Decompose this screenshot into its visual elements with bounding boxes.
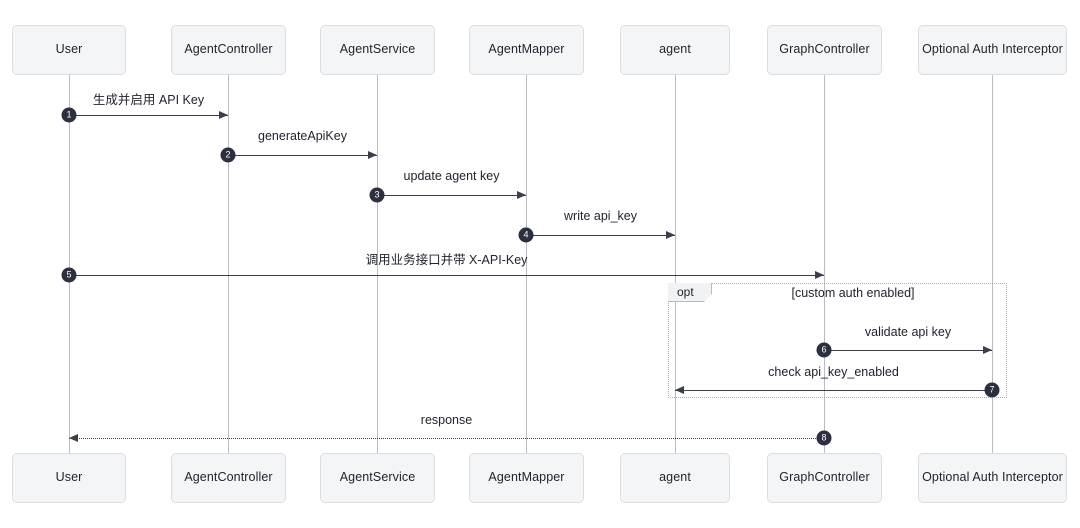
message-label-1: 生成并启用 API Key bbox=[92, 93, 205, 107]
arrowhead-icon bbox=[368, 150, 377, 159]
sequence-number-8: 8 bbox=[816, 430, 832, 446]
participant-footer-agent[interactable]: agent bbox=[620, 453, 730, 503]
arrowhead-icon bbox=[517, 190, 526, 199]
sequence-number-2: 2 bbox=[220, 147, 236, 163]
fragment-kind-label: opt bbox=[668, 283, 712, 302]
message-line bbox=[69, 115, 228, 116]
lifeline-agent_mapper bbox=[526, 75, 527, 453]
message-label-3: update agent key bbox=[403, 169, 500, 183]
message-label-2: generateApiKey bbox=[258, 129, 347, 143]
message-line bbox=[69, 275, 824, 276]
lifeline-user bbox=[69, 75, 70, 453]
sequence-number-6: 6 bbox=[816, 342, 832, 358]
participant-footer-graph_controller[interactable]: GraphController bbox=[767, 453, 882, 503]
participant-footer-auth_interceptor[interactable]: Optional Auth Interceptor bbox=[918, 453, 1067, 503]
sequence-number-4: 4 bbox=[518, 227, 534, 243]
message-line bbox=[526, 235, 675, 236]
sequence-number-3: 3 bbox=[369, 187, 385, 203]
message-label-6: validate api key bbox=[864, 325, 952, 339]
lifeline-agent_controller bbox=[228, 75, 229, 453]
arrowhead-icon bbox=[219, 110, 228, 119]
participant-header-agent_controller[interactable]: AgentController bbox=[171, 25, 286, 75]
arrowhead-icon bbox=[983, 345, 992, 354]
message-label-4: write api_key bbox=[564, 209, 637, 223]
arrowhead-icon bbox=[69, 433, 78, 442]
arrowhead-icon bbox=[675, 385, 684, 394]
arrowhead-icon bbox=[666, 230, 675, 239]
participant-header-agent[interactable]: agent bbox=[620, 25, 730, 75]
message-label-5: 调用业务接口并带 X-API-Key bbox=[365, 253, 528, 267]
lifeline-agent bbox=[675, 75, 676, 453]
message-label-8: response bbox=[420, 413, 473, 427]
participant-header-agent_mapper[interactable]: AgentMapper bbox=[469, 25, 584, 75]
lifeline-graph_controller bbox=[824, 75, 825, 453]
message-line bbox=[824, 350, 992, 351]
fragment-opt bbox=[668, 283, 1007, 398]
fragment-condition: [custom auth enabled] bbox=[791, 286, 915, 300]
message-label-7: check api_key_enabled bbox=[768, 365, 899, 379]
participant-footer-agent_service[interactable]: AgentService bbox=[320, 453, 435, 503]
message-line bbox=[675, 390, 992, 391]
participant-footer-user[interactable]: User bbox=[12, 453, 126, 503]
message-line bbox=[228, 155, 377, 156]
message-line bbox=[69, 438, 824, 439]
participant-footer-agent_mapper[interactable]: AgentMapper bbox=[469, 453, 584, 503]
sequence-number-7: 7 bbox=[984, 382, 1000, 398]
lifeline-auth_interceptor bbox=[992, 75, 993, 453]
sequence-number-5: 5 bbox=[61, 267, 77, 283]
message-line bbox=[377, 195, 526, 196]
participant-header-user[interactable]: User bbox=[12, 25, 126, 75]
sequence-number-1: 1 bbox=[61, 107, 77, 123]
lifeline-agent_service bbox=[377, 75, 378, 453]
participant-header-graph_controller[interactable]: GraphController bbox=[767, 25, 882, 75]
participant-footer-agent_controller[interactable]: AgentController bbox=[171, 453, 286, 503]
arrowhead-icon bbox=[815, 270, 824, 279]
participant-header-auth_interceptor[interactable]: Optional Auth Interceptor bbox=[918, 25, 1067, 75]
participant-header-agent_service[interactable]: AgentService bbox=[320, 25, 435, 75]
